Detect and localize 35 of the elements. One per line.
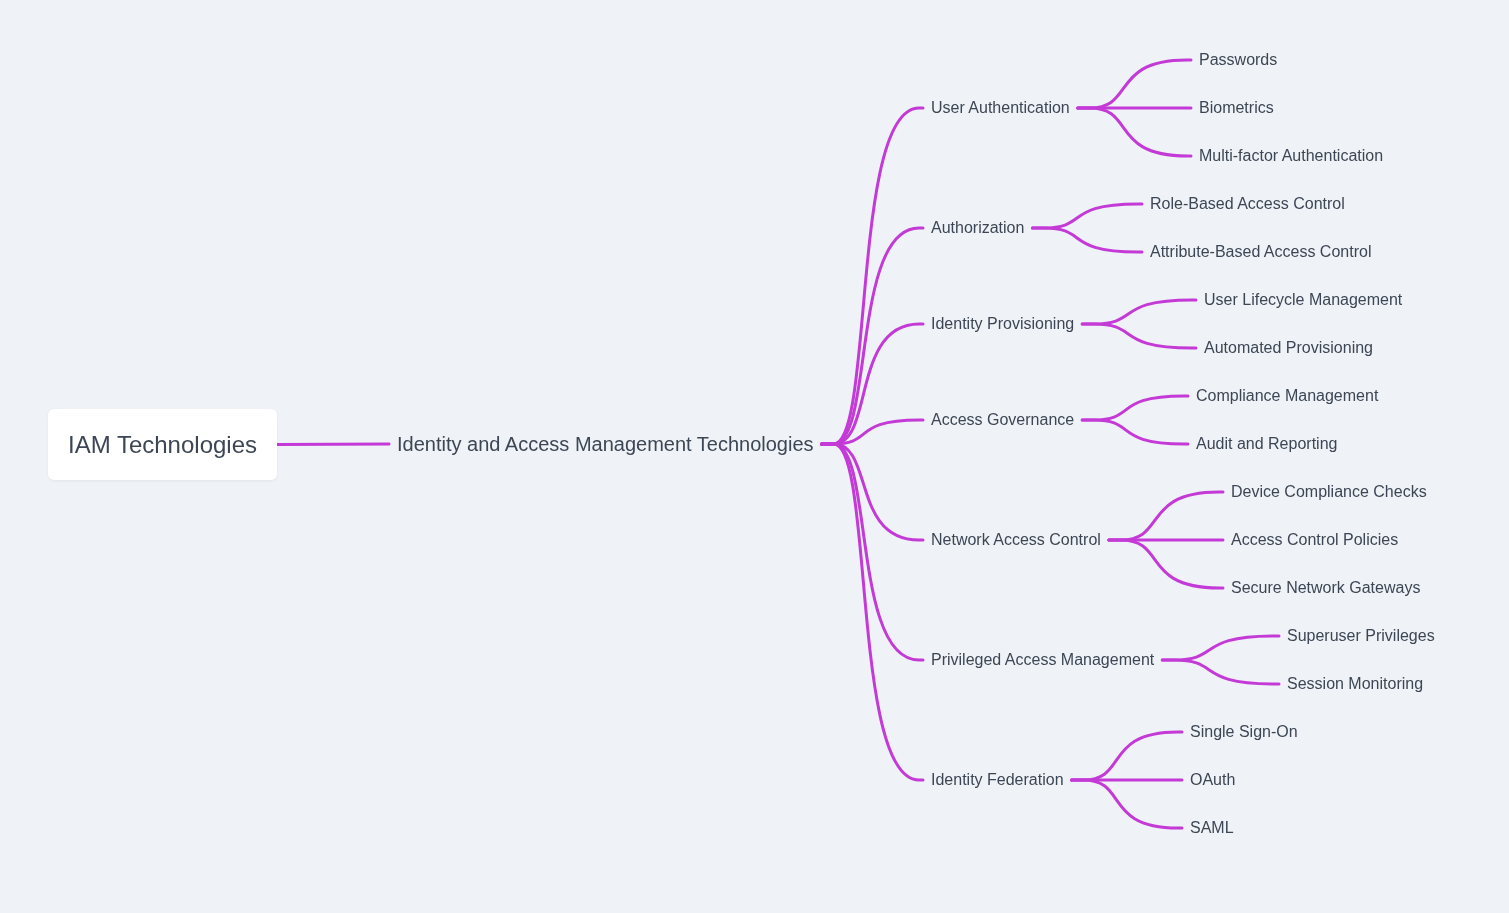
root-node: IAM Technologies	[48, 409, 277, 480]
branch-label: Audit and Reporting	[1188, 433, 1346, 455]
branch-label: Attribute-Based Access Control	[1142, 241, 1380, 263]
branch-label: Access Governance	[923, 409, 1083, 431]
connector	[1160, 658, 1281, 686]
connector	[1080, 418, 1190, 446]
branch-label: Compliance Management	[1188, 385, 1387, 407]
branch-label: Single Sign-On	[1182, 721, 1306, 743]
connector	[1070, 778, 1184, 830]
branch-label: Secure Network Gateways	[1223, 577, 1429, 599]
branch-label: Automated Provisioning	[1196, 337, 1381, 359]
branch-label: Identity Provisioning	[923, 313, 1083, 335]
branch-label: Biometrics	[1191, 97, 1282, 119]
branch-label: Network Access Control	[923, 529, 1109, 551]
branch-label: User Lifecycle Management	[1196, 289, 1411, 311]
branch-label: SAML	[1182, 817, 1242, 839]
branch-label: Privileged Access Management	[923, 649, 1163, 671]
branch-label: Passwords	[1191, 49, 1286, 71]
branch-label: Role-Based Access Control	[1142, 193, 1353, 215]
branch-label: Session Monitoring	[1279, 673, 1432, 695]
branch-label: Authorization	[923, 217, 1033, 239]
branch-label: Superuser Privileges	[1279, 625, 1443, 647]
branch-label: Identity Federation	[923, 769, 1072, 791]
connector	[820, 442, 925, 782]
topic-label: Identity and Access Management Technologies	[389, 430, 822, 458]
branch-label: OAuth	[1182, 769, 1244, 791]
branch-label: Device Compliance Checks	[1223, 481, 1435, 503]
connector	[1076, 106, 1193, 158]
connector	[1107, 538, 1225, 590]
branch-label: Access Control Policies	[1223, 529, 1407, 551]
connector	[1030, 226, 1144, 254]
branch-label: Multi-factor Authentication	[1191, 145, 1392, 167]
branch-label: User Authentication	[923, 97, 1078, 119]
connector	[275, 442, 391, 446]
connector	[1080, 322, 1198, 350]
